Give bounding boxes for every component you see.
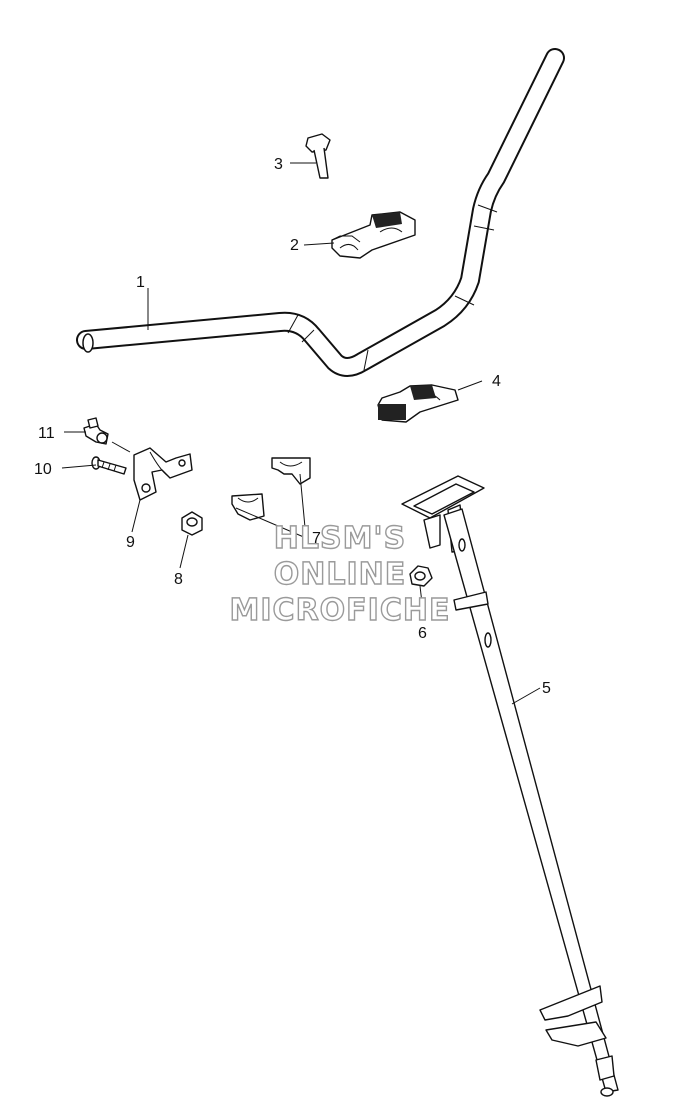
upper-clamp-part <box>331 211 416 259</box>
callout-6: 6 <box>418 625 427 642</box>
callout-1: 1 <box>136 274 145 291</box>
grommet-part <box>231 457 311 521</box>
callout-4: 4 <box>492 373 501 390</box>
watermark-line-3: MICROFICHE <box>230 593 451 628</box>
lower-clamp-part <box>377 384 459 423</box>
nut-6-part <box>409 565 433 587</box>
callout-9: 9 <box>126 534 135 551</box>
callout-3: 3 <box>274 156 283 173</box>
callout-11: 11 <box>38 425 55 442</box>
watermark: HLSM'S ONLINE MICROFICHE <box>229 520 451 628</box>
bracket-part <box>133 447 193 501</box>
steering-column-part <box>401 475 619 1097</box>
watermark-line-1: HLSM'S <box>274 521 406 556</box>
callout-2: 2 <box>290 237 299 254</box>
callout-5: 5 <box>542 680 551 697</box>
nut-part <box>181 511 203 536</box>
elbow-fitting-part <box>83 417 109 445</box>
callout-7: 7 <box>312 530 321 547</box>
bolt-part <box>305 133 331 179</box>
callout-8: 8 <box>174 571 183 588</box>
screw-part <box>91 456 127 475</box>
handlebar-part <box>76 48 565 377</box>
watermark-line-2: ONLINE <box>274 557 407 592</box>
leader-lines <box>61 162 541 705</box>
callout-10: 10 <box>34 461 52 478</box>
